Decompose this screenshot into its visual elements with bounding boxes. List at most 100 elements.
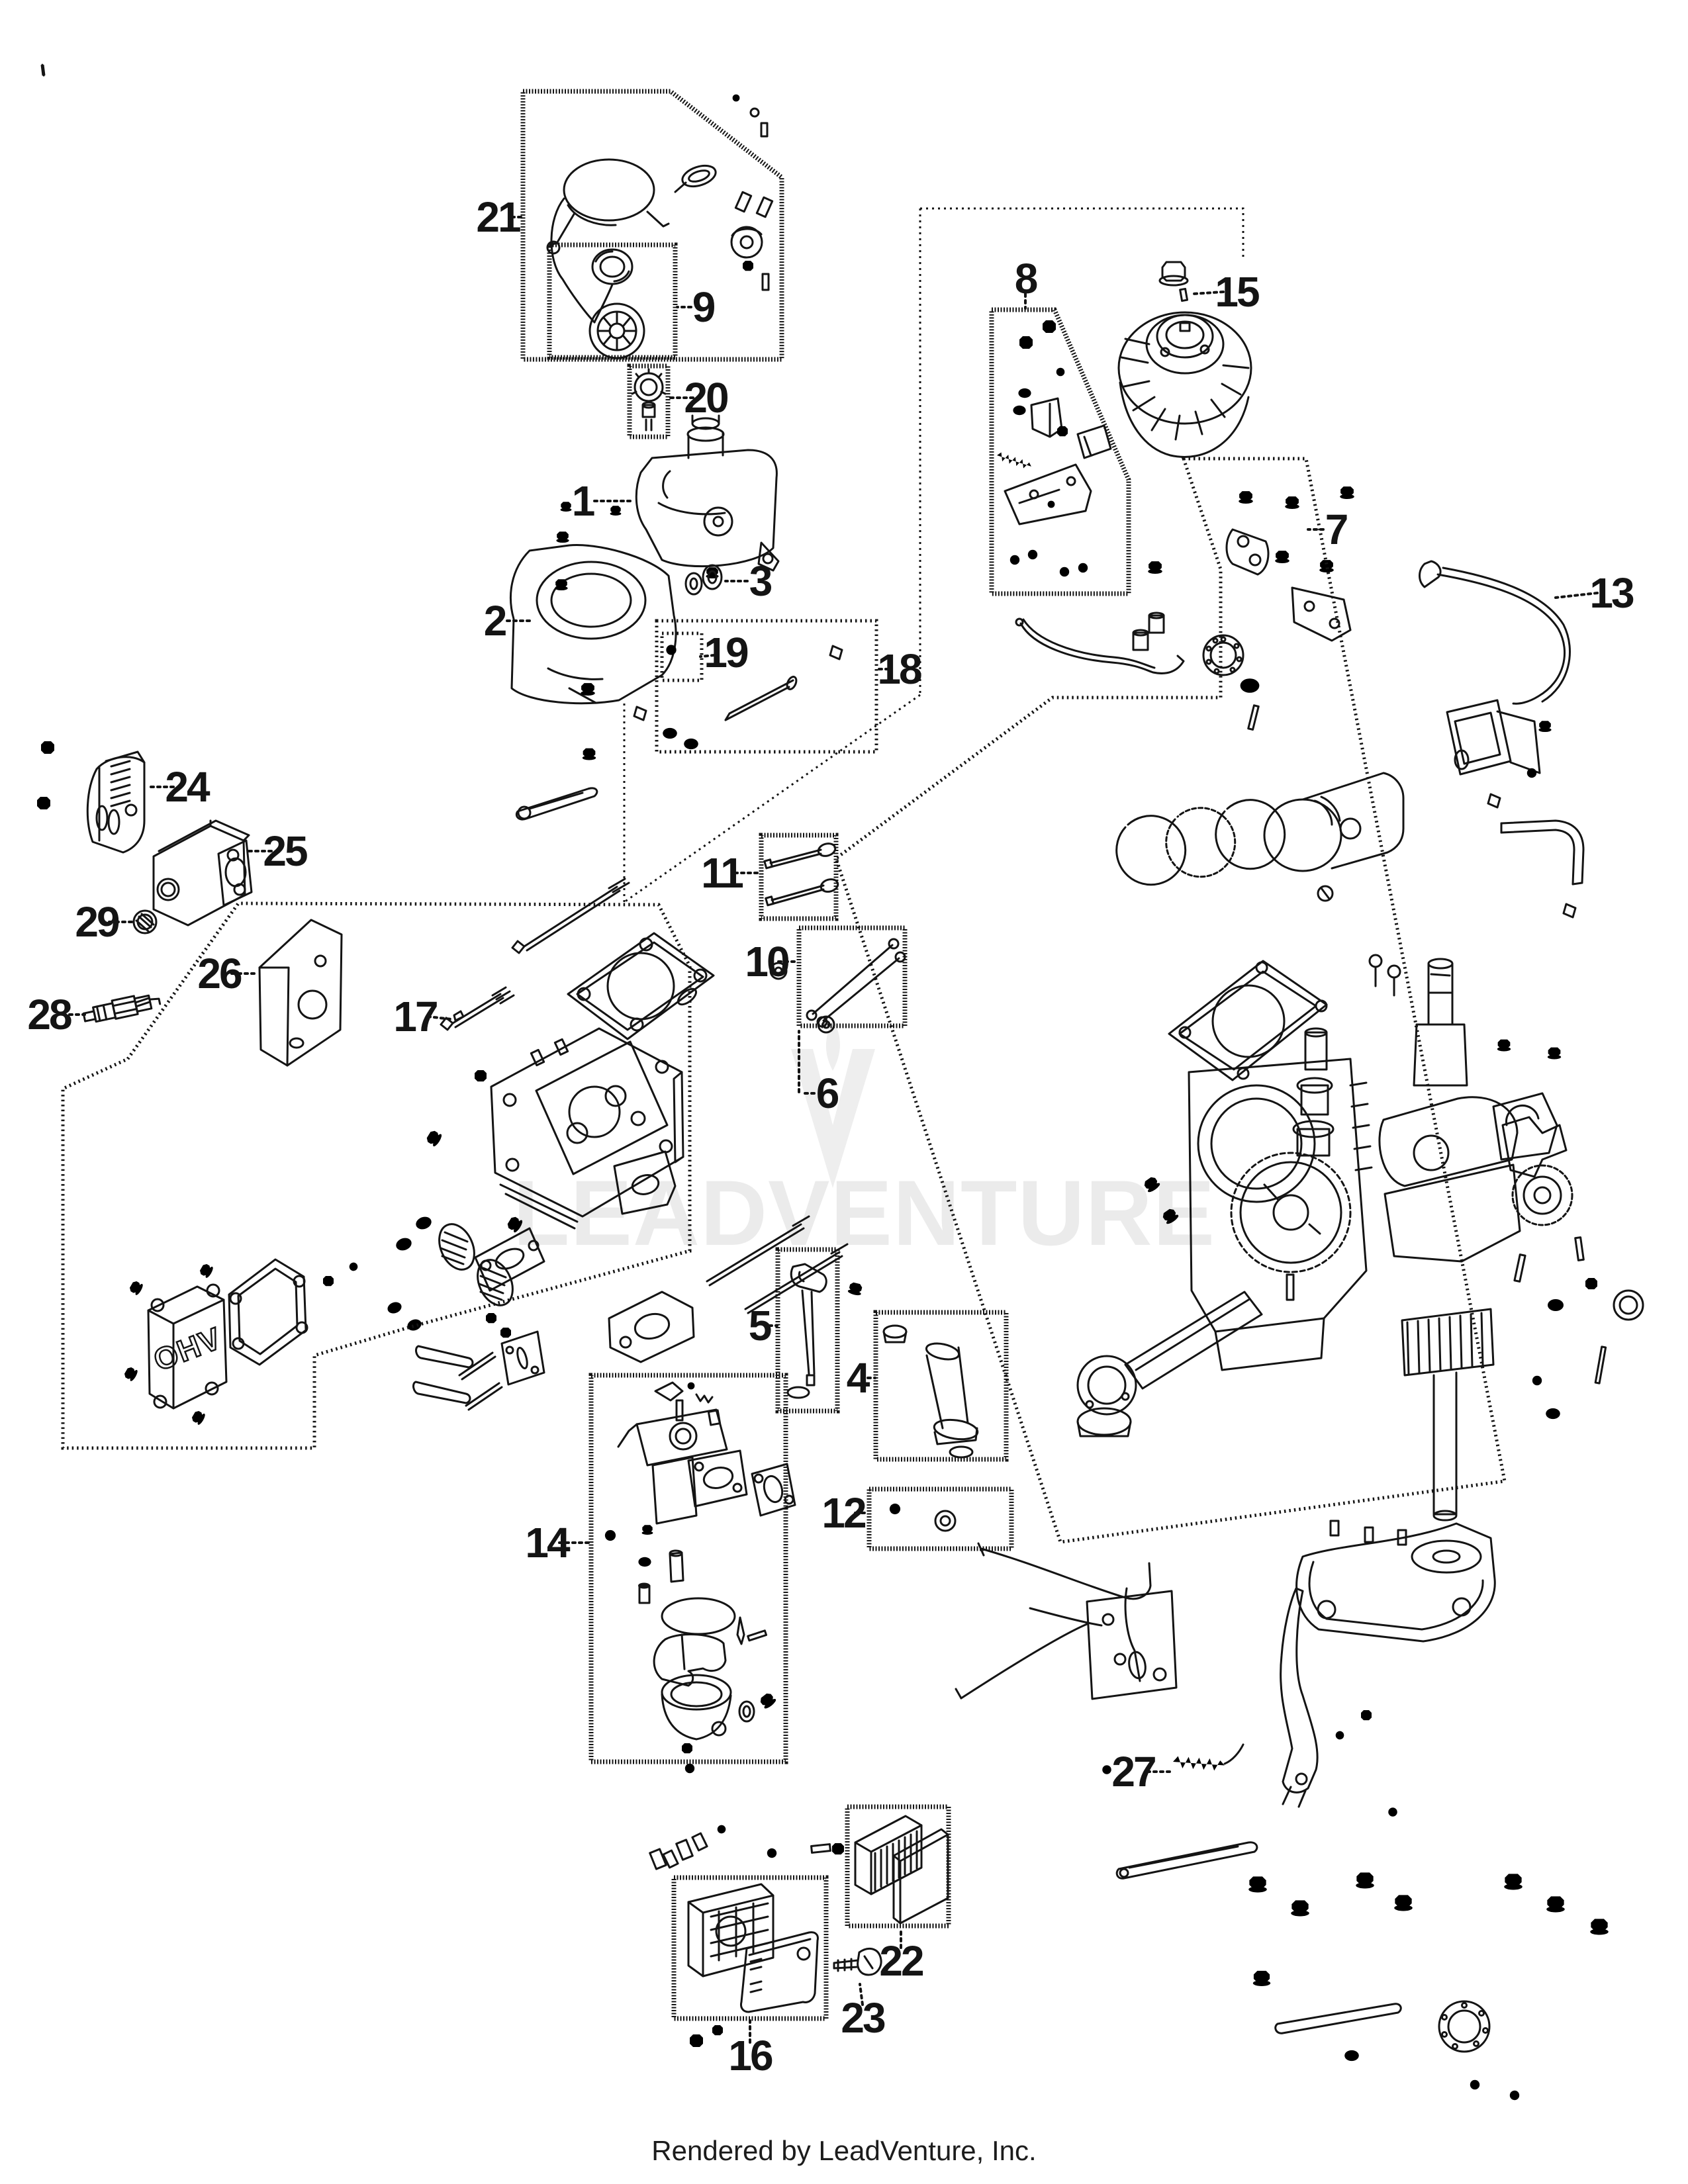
head-bolt-17 xyxy=(454,1011,463,1021)
group-14-carburetor xyxy=(591,1375,786,1762)
push-rods xyxy=(807,939,905,1026)
callout-14-label: 14 xyxy=(525,1519,571,1567)
group-6-head xyxy=(63,903,690,1448)
governor-arm xyxy=(1281,1588,1372,1807)
group-22-filter xyxy=(847,1807,949,1926)
piston-and-rings xyxy=(1117,773,1403,901)
callout-25-label: 25 xyxy=(263,827,307,875)
group-18-outer xyxy=(657,621,876,752)
fuel-cap xyxy=(632,369,665,430)
guide-line-0 xyxy=(920,208,1243,258)
air-filter-elements xyxy=(855,1816,948,1923)
callout-1-label: 1 xyxy=(572,477,594,525)
callout-15-leader xyxy=(1194,292,1223,294)
head-bolts xyxy=(424,879,847,1313)
callout-23-leader xyxy=(860,1984,863,2005)
valve-springs-rockers xyxy=(386,1214,544,1410)
group-21-recoil xyxy=(523,91,782,359)
intake-hardware xyxy=(650,1824,844,1869)
callout-overlay: 1234567891011121314151617181920212223242… xyxy=(27,65,1636,2079)
callout-16-label: 16 xyxy=(728,2032,773,2079)
callout-21-label: 21 xyxy=(476,193,520,241)
muffler-guard xyxy=(37,741,144,852)
cylinder-head xyxy=(491,1028,683,1228)
head-gasket xyxy=(568,933,714,1039)
callout-28-label: 28 xyxy=(27,991,71,1038)
footer-text: Rendered by LeadVenture, Inc. xyxy=(651,2135,1037,2166)
rocker-cover: OHV xyxy=(122,1261,359,1439)
starter-pulley-group xyxy=(590,250,644,358)
cylinder-mount-plates xyxy=(1227,486,1354,641)
exhaust-screen xyxy=(134,911,156,933)
callout-15-label: 15 xyxy=(1215,268,1259,316)
guide-line-2 xyxy=(624,695,920,902)
callout-7-label: 7 xyxy=(1325,506,1347,553)
air-cleaner-cover xyxy=(741,1933,818,2012)
corner-tick xyxy=(42,65,44,75)
group-4-filltube xyxy=(876,1312,1006,1459)
flywheel xyxy=(1119,312,1251,457)
callout-12-label: 12 xyxy=(821,1489,866,1537)
group-12-screw-kit xyxy=(869,1489,1011,1549)
oil-dipstick xyxy=(788,1264,826,1398)
throttle-rod xyxy=(1102,1765,1397,1878)
heat-shield xyxy=(259,920,342,1066)
intake-spacer xyxy=(614,1152,675,1214)
governor-assembly xyxy=(1503,1117,1643,1420)
group-5-dipstick xyxy=(778,1250,837,1411)
callout-17-label: 17 xyxy=(393,993,437,1040)
callout-19-label: 19 xyxy=(704,629,748,676)
callout-18-label: 18 xyxy=(877,645,921,693)
callout-6-label: 6 xyxy=(816,1069,839,1117)
callout-27-label: 27 xyxy=(1111,1748,1155,1796)
flywheel-nut xyxy=(1160,262,1188,285)
carb-gasket xyxy=(752,1464,795,1516)
callout-10-label: 10 xyxy=(745,938,788,985)
callout-13-label: 13 xyxy=(1589,569,1634,617)
recoil-starter xyxy=(547,94,773,322)
group-16-aircleaner xyxy=(674,1878,826,2019)
callout-23-label: 23 xyxy=(841,1994,885,2042)
callout-13-leader xyxy=(1556,593,1597,598)
housing-hardware xyxy=(516,683,646,819)
valve-cover-gasket xyxy=(229,1259,307,1365)
engine-parts-art: OHV xyxy=(37,65,1643,2114)
rod-cap-dipper xyxy=(1493,1039,1562,1160)
wing-screw xyxy=(834,1948,881,1975)
tube-bolt xyxy=(841,1281,864,1323)
muffler xyxy=(154,821,252,925)
crank-bearing-upper xyxy=(1203,635,1259,729)
cylinder-block xyxy=(1169,955,1400,1370)
air-cleaner-base xyxy=(688,1884,773,1976)
callout-5-label: 5 xyxy=(749,1302,771,1349)
group-19-inner xyxy=(662,633,702,680)
group-9-pulley xyxy=(549,245,675,357)
callout-24-label: 24 xyxy=(165,763,211,811)
sump-bolts-and-bearing xyxy=(1248,1872,1609,2114)
governor-spring-27 xyxy=(1172,1745,1243,1772)
ignition-coil xyxy=(1420,561,1570,792)
callout-9-label: 9 xyxy=(692,283,715,331)
connecting-rod xyxy=(1078,1292,1262,1436)
callout-11-label: 11 xyxy=(701,849,743,897)
callout-17-leader xyxy=(428,1017,451,1019)
breather-tube xyxy=(1488,794,1583,917)
callout-19-leader xyxy=(700,655,714,657)
oil-fill-tube xyxy=(884,1326,979,1457)
flywheel-key xyxy=(1180,289,1188,300)
screw-kit xyxy=(882,1502,955,1531)
callout-26-label: 26 xyxy=(197,950,242,997)
ohv-embossed-label: OHV xyxy=(149,1320,226,1377)
blower-housing xyxy=(510,502,719,703)
spark-plug xyxy=(82,991,161,1025)
callout-3-label: 3 xyxy=(749,557,772,605)
group-8-ignition xyxy=(992,310,1129,594)
carburetor xyxy=(604,1383,795,1787)
crankshaft xyxy=(1380,959,1520,1572)
callout-4-label: 4 xyxy=(847,1354,870,1402)
camshaft-assembly xyxy=(1142,1028,1350,1300)
callout-22-label: 22 xyxy=(879,1937,923,1985)
callout-29-label: 29 xyxy=(75,898,119,946)
air-cleaner-hardware xyxy=(663,1833,778,2047)
